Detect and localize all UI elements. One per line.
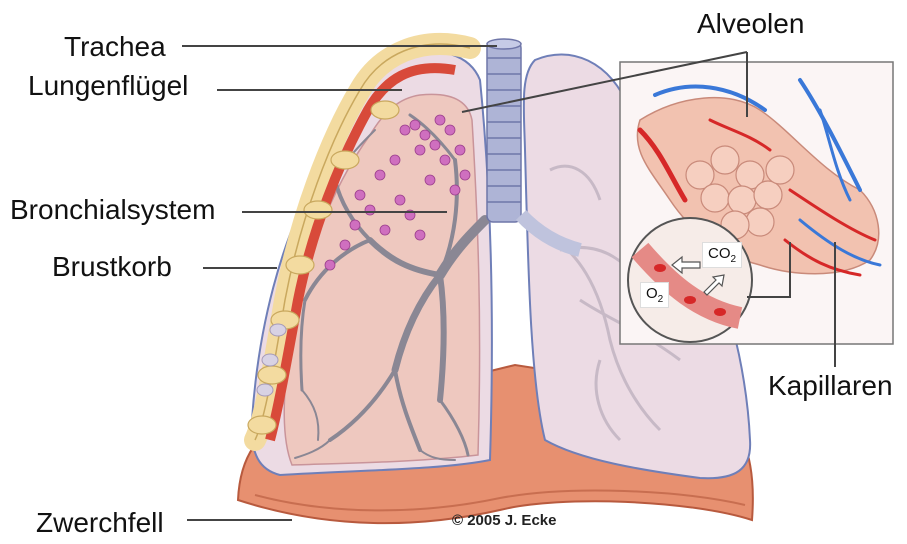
label-lungenfluegel: Lungenflügel [28,72,188,100]
co2-base: CO [708,245,731,262]
co2-subscript: 2 [731,254,737,265]
label-zwerchfell: Zwerchfell [36,509,164,537]
label-kapillaren: Kapillaren [768,372,893,400]
label-alveolen: Alveolen [697,10,804,38]
label-bronchialsystem: Bronchialsystem [10,196,215,224]
label-brustkorb: Brustkorb [52,253,172,281]
label-co2: CO2 [702,242,742,268]
label-trachea: Trachea [64,33,166,61]
o2-base: O [646,285,658,302]
label-o2: O2 [640,282,669,308]
o2-subscript: 2 [658,294,664,305]
copyright-credit: © 2005 J. Ecke [452,512,556,529]
